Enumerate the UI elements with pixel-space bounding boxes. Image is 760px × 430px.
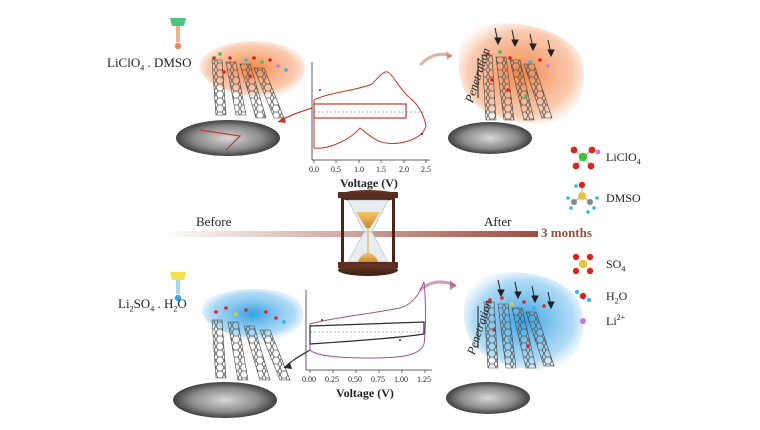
dropper-icon-bottom — [170, 272, 186, 302]
cv-curve-bottom-after — [309, 281, 426, 359]
electrolyte-blob-bottom-left — [201, 288, 304, 340]
label-top-electrolyte: LiClO4 . DMSO — [107, 55, 192, 73]
hourglass-icon — [338, 190, 398, 276]
legend-li-icon — [580, 318, 586, 324]
bottom-left-electrode-group — [170, 272, 304, 418]
label-after: After — [484, 214, 512, 229]
cv-bottom-tick: 1.00 — [394, 375, 408, 384]
label-before: Before — [196, 214, 232, 229]
label-bottom-electrolyte: Li2SO4 . H2O — [118, 296, 187, 314]
cv-top-tick: 1.0 — [354, 165, 364, 174]
cv-top-tick: 0.0 — [309, 165, 319, 174]
cv-top-tick: 2.0 — [399, 165, 409, 174]
timeline-bar — [160, 231, 538, 237]
cv-bottom-tick: 0.25 — [325, 375, 339, 384]
cv-top-tick: 1.5 — [376, 165, 386, 174]
top-right-electrode-group — [448, 23, 584, 154]
cv-chart-bottom — [305, 281, 432, 373]
legend-h2o-icon — [575, 290, 591, 302]
cv-curve-top-before — [313, 103, 407, 119]
top-left-electrode-group — [170, 18, 305, 156]
bottom-right-electrode-group — [446, 272, 584, 414]
label-duration: 3 months — [541, 225, 592, 240]
legend-dmso-label: DMSO — [606, 191, 641, 205]
electrolyte-blob-top-left — [199, 41, 305, 97]
cv-bottom-tick: 1.25 — [417, 375, 431, 384]
cv-bottom-tick: 0.00 — [302, 375, 316, 384]
cv-curve-bottom-before — [309, 321, 425, 345]
legend-so4-label: SO4 — [606, 257, 626, 274]
legend-li-label: Li2+ — [606, 313, 626, 328]
legend-so4-icon — [572, 253, 594, 275]
cv-chart-top — [311, 62, 430, 163]
legend-liclo4-icon — [570, 146, 601, 170]
cv-top-tick: 0.5 — [331, 165, 341, 174]
cv-top-tick: 2.5 — [421, 165, 431, 174]
cv-bottom-axis-title: Voltage (V) — [336, 386, 394, 400]
cv-top-axis-title: Voltage (V) — [340, 176, 398, 190]
legend-liclo4-label: LiClO4 — [606, 150, 641, 167]
dropper-icon-top — [170, 18, 186, 50]
cv-bottom-tick: 0.75 — [371, 375, 385, 384]
cv-curve-top-after — [313, 71, 427, 149]
legend-h2o-label: H2O — [606, 289, 628, 306]
legend-dmso-icon — [566, 181, 599, 214]
fabric-substrate-top-left — [176, 120, 280, 156]
cv-bottom-tick: 0.50 — [348, 375, 362, 384]
